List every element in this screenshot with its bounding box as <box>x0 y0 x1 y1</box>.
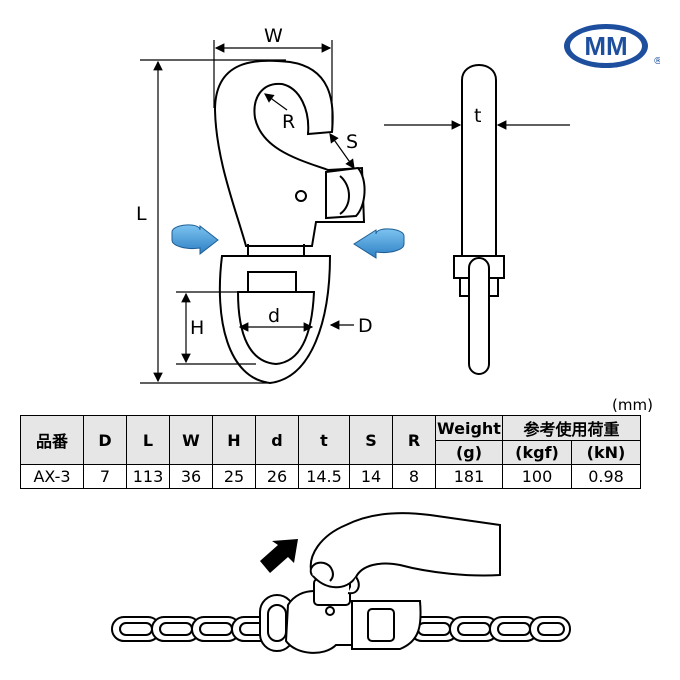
header-weight-unit: (g) <box>435 440 503 465</box>
dim-label-h: H <box>190 317 204 339</box>
header-d-inner: d <box>255 415 299 465</box>
spec-table: 品番 D L W H d t S R Weight 参考使用荷重 (g) (kg… <box>20 415 641 489</box>
swivel-eye <box>218 244 332 385</box>
header-kgf: (kgf) <box>502 440 572 465</box>
dim-label-d-outer: D <box>358 315 373 337</box>
dimension-lines <box>140 40 570 384</box>
registered-mark: ® <box>653 56 660 67</box>
header-w: W <box>169 415 213 465</box>
brand-logo-text: MM <box>584 31 627 61</box>
cell-kgf: 100 <box>502 464 572 489</box>
hand <box>309 512 501 595</box>
cell-d-outer: 7 <box>83 464 127 489</box>
dim-label-r: R <box>282 111 295 133</box>
push-arrow <box>260 539 298 573</box>
cell-s: 14 <box>349 464 393 489</box>
cell-w: 36 <box>169 464 213 489</box>
header-t: t <box>298 415 350 465</box>
header-load: 参考使用荷重 <box>502 415 641 441</box>
header-s: S <box>349 415 393 465</box>
swivel-snap-hook-drawing: W R S L H d D t <box>136 25 570 385</box>
header-weight: Weight <box>435 415 503 441</box>
dim-label-d-inner: d <box>268 305 280 327</box>
dim-label-s: S <box>346 131 358 153</box>
hook-side-view <box>453 64 505 375</box>
dim-label-l: L <box>136 203 147 225</box>
dim-label-w: W <box>264 25 283 47</box>
usage-illustration <box>111 512 571 654</box>
chain-left <box>111 616 281 642</box>
rotation-arrow-right <box>353 228 405 259</box>
header-d-outer: D <box>83 415 127 465</box>
chain-right <box>409 616 571 642</box>
unit-note: (mm) <box>612 396 653 414</box>
cell-d-inner: 26 <box>255 464 299 489</box>
brand-logo: MM ® <box>564 24 660 68</box>
table-row: AX-3 7 113 36 25 26 14.5 14 8 181 100 0.… <box>20 464 641 489</box>
hook-front-view <box>213 59 366 247</box>
cell-weight: 181 <box>435 464 503 489</box>
cell-name: AX-3 <box>20 464 84 489</box>
header-l: L <box>126 415 170 465</box>
cell-h: 25 <box>212 464 256 489</box>
header-r: R <box>392 415 436 465</box>
cell-t: 14.5 <box>298 464 350 489</box>
header-kn: (kN) <box>571 440 641 465</box>
header-h: H <box>212 415 256 465</box>
cell-kn: 0.98 <box>571 464 641 489</box>
rotation-arrow-left <box>171 224 219 256</box>
header-name: 品番 <box>20 415 84 465</box>
cell-l: 113 <box>126 464 170 489</box>
cell-r: 8 <box>392 464 436 489</box>
dim-label-t: t <box>474 105 481 127</box>
